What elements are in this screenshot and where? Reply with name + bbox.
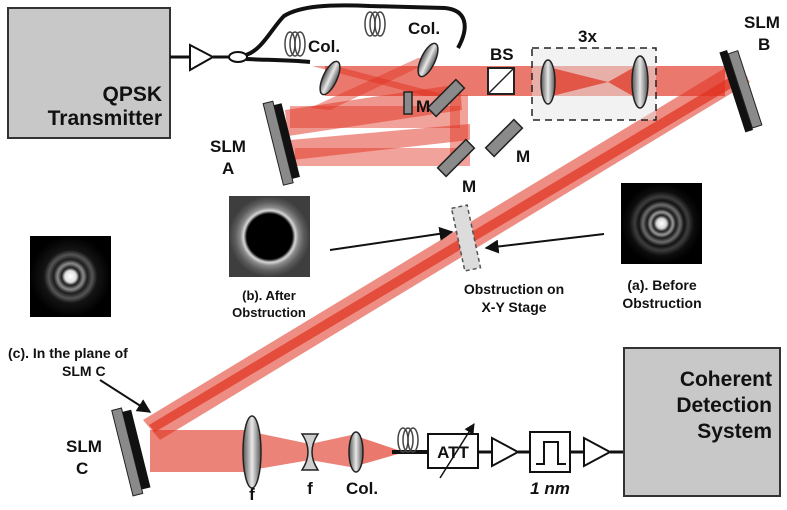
coherent-detection-system: Coherent Detection System (623, 347, 781, 497)
amplifier-triangle-icon (583, 436, 613, 468)
magnification-label: 3x (578, 27, 597, 46)
bs-label: BS (490, 45, 514, 64)
lens-f-label-1: f (249, 485, 255, 504)
lens-icon (417, 42, 439, 78)
obstruction-stage: Obstruction on X-Y Stage (329, 204, 605, 315)
attenuator-icon: ATT (427, 423, 479, 479)
lens-icon (540, 59, 556, 105)
beam-lower-2 (252, 432, 310, 470)
beam-splitter-icon: BS (487, 45, 515, 95)
beam-slm-a-1 (285, 84, 462, 136)
beam-slm-a-3 (290, 124, 470, 160)
coherent-label-3: System (697, 420, 772, 443)
arrow-icon (99, 379, 152, 413)
filter-bandwidth-label: 1 nm (530, 479, 570, 498)
slm-c-label-1: SLM (66, 437, 102, 456)
slm-b: SLM B (719, 13, 780, 133)
collimator-lens-1: Col. (308, 37, 341, 96)
mirror-icon (403, 78, 524, 178)
before-label-1: (a). Before (627, 277, 696, 293)
arrow-icon (329, 226, 454, 251)
mirror-label-2: M (516, 147, 530, 166)
beam-lower-3 (310, 434, 356, 468)
col-label-2: Col. (408, 19, 440, 38)
arrow-icon (484, 233, 605, 254)
coherent-label-1: Coherent (680, 368, 772, 391)
beam-vertical (450, 95, 468, 155)
beam-slm-a-2 (290, 106, 460, 128)
profile-after: (b). After Obstruction (229, 196, 310, 320)
amplifier-triangle-icon (170, 43, 248, 72)
slm-c: SLM C (66, 407, 151, 497)
lens-f-label-2: f (307, 479, 313, 498)
col-label-1: Col. (308, 37, 340, 56)
mirror-label-3: M (462, 177, 476, 196)
slm-c-label-2: C (76, 459, 88, 478)
plane-c-label-2: SLM C (62, 363, 106, 379)
slm-icon (262, 100, 300, 186)
slm-a-label-1: SLM (210, 137, 246, 156)
lens-icon (300, 433, 320, 471)
slm-a: SLM A (210, 100, 300, 186)
bandpass-filter-icon (529, 431, 571, 473)
profile-plane-c: (c). In the plane of SLM C (8, 236, 152, 413)
fiber-lines (245, 3, 467, 64)
beam-lower-4 (356, 436, 398, 466)
slm-icon (111, 407, 151, 497)
lens-icon (348, 431, 364, 473)
amplifier-triangle-icon (491, 436, 521, 468)
beam-slm-a-4 (295, 148, 470, 166)
plane-c-label-1: (c). In the plane of (8, 345, 128, 361)
after-label-2: Obstruction (232, 305, 306, 320)
qpsk-label-1: QPSK (102, 83, 162, 106)
lens-icon (631, 55, 649, 109)
qpsk-transmitter: QPSK Transmitter (7, 7, 171, 139)
qpsk-label-2: Transmitter (48, 107, 162, 130)
beam-lower-1 (150, 430, 252, 472)
slm-icon (719, 50, 763, 133)
before-label-2: Obstruction (622, 295, 701, 311)
obstruction-label-1: Obstruction on (464, 281, 564, 297)
after-label-1: (b). After (242, 288, 296, 303)
collimator-lens-2: Col. (408, 19, 440, 78)
obstruction-label-2: X-Y Stage (481, 299, 546, 315)
att-label: ATT (437, 443, 469, 462)
profile-before: (a). Before Obstruction (621, 183, 702, 311)
beams (143, 58, 750, 472)
lens-icon (319, 60, 341, 96)
telescope-3x: 3x (531, 27, 657, 121)
beam-col2 (310, 58, 438, 110)
mirror-label-1: M (416, 97, 430, 116)
coherent-label-2: Detection (676, 394, 772, 417)
detection-chain: ATT 1 nm (392, 423, 624, 498)
beam-col1 (312, 66, 450, 96)
col-label-3: Col. (346, 479, 378, 498)
lens-icon (242, 415, 262, 489)
slm-b-label-1: SLM (744, 13, 780, 32)
slm-b-label-2: B (758, 35, 770, 54)
fiber-coil-icon (284, 11, 386, 57)
slm-a-label-2: A (222, 159, 234, 178)
fiber-coil-icon (397, 427, 419, 453)
beam-core (149, 70, 748, 432)
